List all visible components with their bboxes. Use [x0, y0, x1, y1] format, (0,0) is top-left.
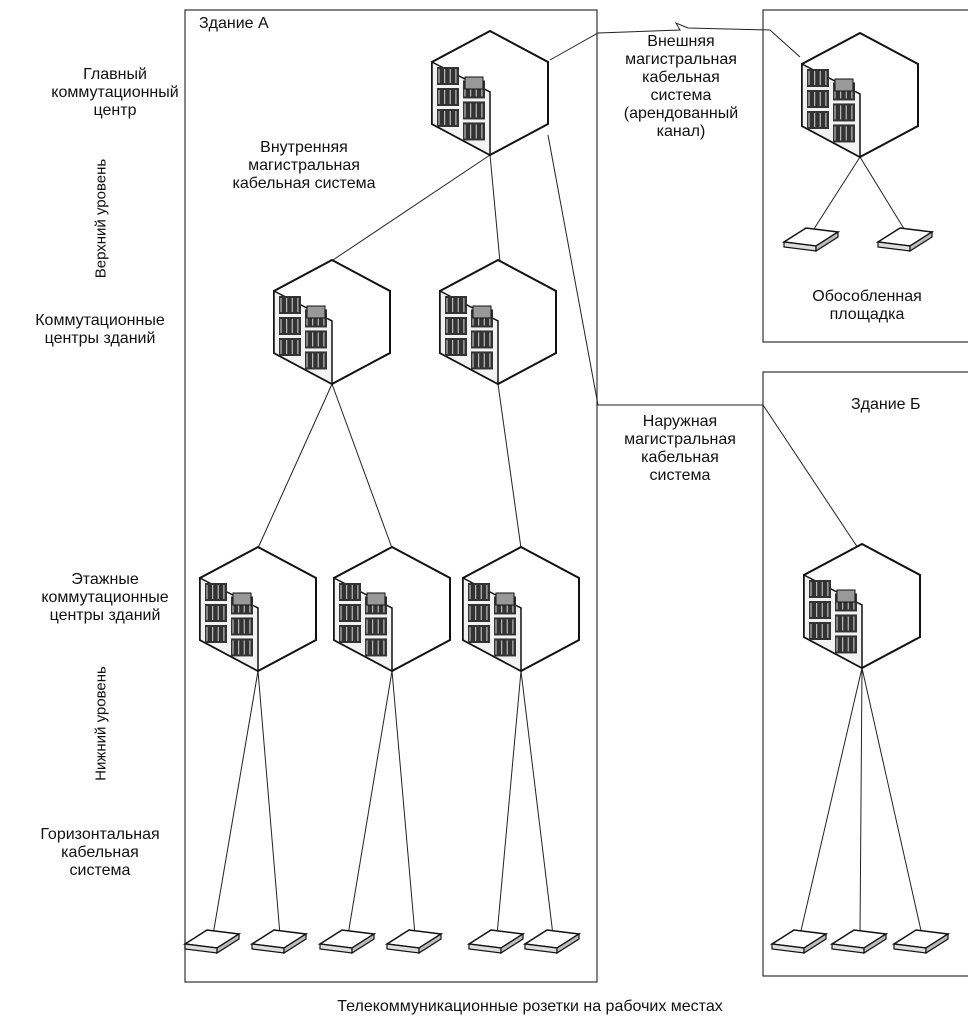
- building-b-switch-icon: [803, 542, 921, 670]
- floor-switch-center-2-icon: [333, 545, 451, 673]
- outlet-icon-a4: [384, 929, 444, 955]
- floor-switch-center-1-icon: [199, 545, 317, 673]
- building-switch-center-2-icon: [439, 258, 557, 386]
- workplace-outlets-caption: Телекоммуникационные розетки на рабочих …: [337, 998, 723, 1015]
- remote-site-frame: [762, 9, 968, 343]
- outlet-icon-a1: [182, 929, 242, 955]
- outlet-icon-b1: [769, 929, 829, 955]
- outlet-icon-remote2: [875, 227, 935, 253]
- building-a-frame: [184, 9, 598, 983]
- outlet-icon-a6: [522, 929, 582, 955]
- horizontal-cabling-label: Горизонтальная кабельная система: [40, 826, 160, 879]
- main-switch-center-icon: [431, 29, 549, 157]
- floor-switch-center-3-icon: [462, 545, 580, 673]
- remote-site-label: Обособленная площадка: [812, 288, 922, 323]
- building-switch-center-1-icon: [273, 258, 391, 386]
- outlet-icon-remote1: [781, 227, 841, 253]
- outlet-icon-a3: [317, 929, 377, 955]
- building-a-label: Здание А: [199, 15, 269, 32]
- building-centers-label: Коммутационные центры зданий: [35, 312, 165, 347]
- lower-level-label: Нижний уровень: [92, 666, 110, 781]
- upper-level-label: Верхний уровень: [92, 158, 110, 279]
- internal-backbone-label: Внутренняя магистральная кабельная систе…: [232, 139, 376, 192]
- floor-centers-label: Этажные коммутационные центры зданий: [41, 571, 169, 624]
- node-group: [199, 29, 921, 673]
- building-b-frame: [762, 371, 968, 977]
- cable-links: [212, 21, 923, 936]
- outdoor-backbone-label: Наружная магистральная кабельная система: [624, 413, 736, 484]
- building-b-label: Здание Б: [851, 396, 921, 413]
- remote-site-switch-icon: [801, 31, 919, 159]
- outlet-group: [182, 227, 951, 955]
- outlet-icon-a2: [249, 929, 309, 955]
- external-backbone-label: Внешняя магистральная кабельная система …: [623, 33, 739, 140]
- main-center-label: Главный коммутационный центр: [51, 66, 179, 119]
- outlet-icon-b3: [891, 929, 951, 955]
- outlet-icon-b2: [829, 929, 889, 955]
- outlet-icon-a5: [466, 929, 526, 955]
